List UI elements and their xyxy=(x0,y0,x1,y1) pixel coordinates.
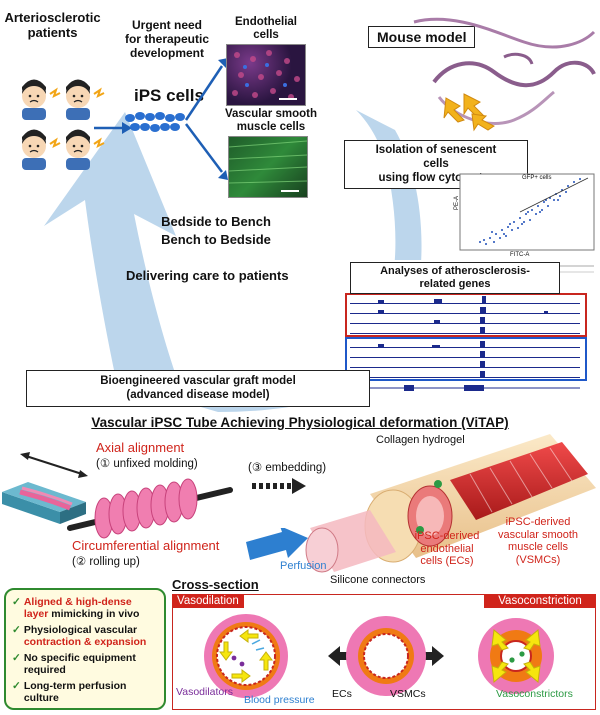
endothelial-label: Endothelial cells xyxy=(235,16,297,42)
features-box: ✓ Aligned & high-dense layer mimicking i… xyxy=(4,588,166,710)
axial-sub-label: (① unfixed molding) xyxy=(96,458,198,470)
feature-highlight: Aligned & high-dense layer xyxy=(23,596,132,621)
urgent-need-label: Urgent need for therapeutic development xyxy=(124,18,209,61)
vsmc-top-label: Vascular smooth muscle cells xyxy=(224,108,318,134)
cross-section-panel xyxy=(172,594,596,710)
vasoconstrictors-label: Vasoconstrictors xyxy=(496,688,573,700)
feature-text: Long-term perfusion culture xyxy=(23,680,127,705)
graft-model-label: Bioengineered vascular graft model (adva… xyxy=(26,370,370,407)
vasoconstriction-badge: Vasoconstriction xyxy=(484,594,596,608)
mouse-histology-image xyxy=(413,17,596,132)
axial-direction-arrow xyxy=(20,452,88,478)
vsmc-micrograph xyxy=(228,136,308,198)
cross-section-title: Cross-section xyxy=(172,577,259,592)
feature-highlight: contraction & expansion xyxy=(23,636,147,649)
feature-text: Physiological vascular xyxy=(23,624,138,637)
patients-to-ips-arrow xyxy=(94,122,132,134)
perfusion-label: Perfusion xyxy=(280,560,327,572)
genes-label: Analyses of atherosclerosis- related gen… xyxy=(350,262,560,295)
molding-illustration xyxy=(2,478,233,539)
cross-section-illustration xyxy=(204,614,554,698)
ips-cells-icon xyxy=(125,112,185,132)
flow-cytometry-plot xyxy=(459,173,595,251)
pe-axis-label: PE-A xyxy=(454,195,461,211)
endothelial-micrograph xyxy=(226,44,306,106)
feature-text: No specific equipment required xyxy=(23,652,136,677)
patients-label: Arteriosclerotic patients xyxy=(4,10,101,41)
delivering-care-label: Delivering care to patients xyxy=(126,268,289,283)
bench-to-bedside-label: Bench to Bedside xyxy=(161,232,271,247)
mouse-model-label: Mouse model xyxy=(368,26,476,48)
feature-text: mimicking in vivo xyxy=(48,608,140,621)
feature-item: ✓ No specific equipment required xyxy=(12,652,158,676)
vitap-title: Vascular iPSC Tube Achieving Physiologic… xyxy=(91,415,509,430)
patients-icon xyxy=(21,78,105,171)
embedding-label: (③ embedding) xyxy=(248,462,327,474)
axial-alignment-label: Axial alignment xyxy=(96,440,185,455)
fitc-axis-label: FITC-A xyxy=(510,252,530,258)
gfp-label: GFP+ cells xyxy=(522,175,552,181)
collagen-label: Collagen hydrogel xyxy=(376,434,465,446)
vasodilation-badge: Vasodilation xyxy=(172,594,244,608)
perfusion-arrow xyxy=(246,528,308,560)
bedside-to-bench-label: Bedside to Bench xyxy=(161,214,271,229)
silicone-label: Silicone connectors xyxy=(330,574,426,586)
circumferential-label: Circumferential alignment xyxy=(72,538,220,553)
feature-item: ✓ Physiological vascular contraction & e… xyxy=(12,624,147,649)
embedding-arrow xyxy=(252,478,306,494)
ips-cells-label: iPS cells xyxy=(134,86,204,105)
feature-item: ✓ Long-term perfusion culture xyxy=(12,680,158,704)
ec-vitap-label: iPSC-derived endothelial cells (ECs) xyxy=(414,530,480,568)
circumferential-sub-label: (② rolling up) xyxy=(72,556,140,568)
vsmc-vitap-label: iPSC-derived vascular smooth muscle cell… xyxy=(497,516,579,566)
blood-pressure-label: Blood pressure xyxy=(244,694,315,706)
differentiation-arrows xyxy=(184,58,228,180)
feature-item: ✓ Aligned & high-dense layer mimicking i… xyxy=(12,596,140,621)
vasodilators-label: Vasodilators xyxy=(176,686,234,698)
vsmcs-label: VSMCs xyxy=(390,688,426,700)
ecs-label: ECs xyxy=(332,688,352,700)
vitap-tube-illustration xyxy=(305,434,596,573)
